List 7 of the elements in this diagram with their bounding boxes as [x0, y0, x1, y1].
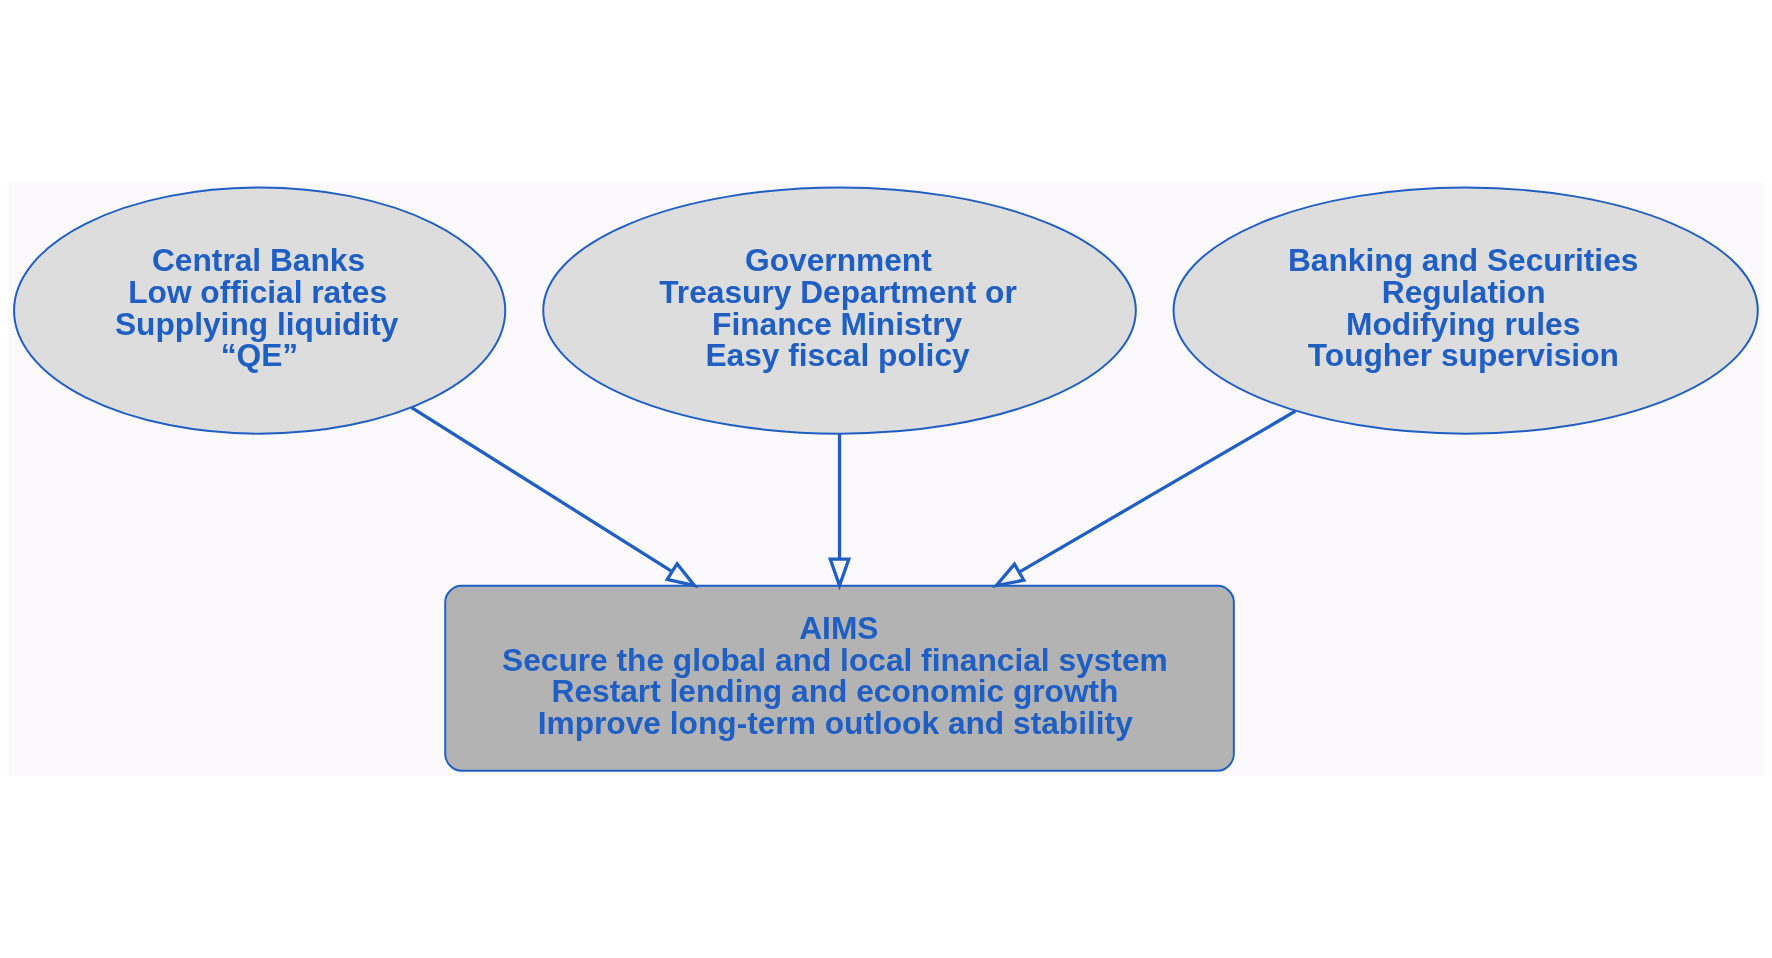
node-ellipse: Banking and Securities Regulation Modifying rules Tougher supervision [1172, 186, 1759, 435]
node-ellipse: Central Banks Low official rates Supplying liquidity “QE” [13, 186, 507, 435]
node-box: AIMS Secure the global and local financial system Restart lending and economic growth Improve long-term outlook and stability [444, 584, 1235, 772]
node-ellipse: Government Treasury Department or Finance Ministry Easy fiscal policy [542, 186, 1137, 435]
arrow [410, 406, 699, 589]
arrow [827, 433, 852, 591]
arrow [992, 409, 1297, 589]
